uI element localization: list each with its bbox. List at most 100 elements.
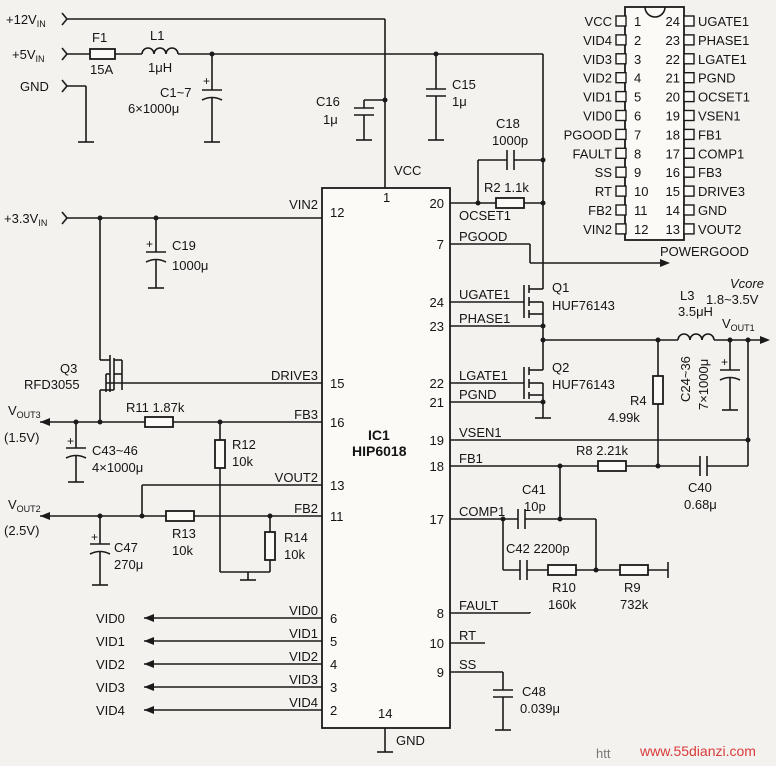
vid1-output: VID1 bbox=[96, 634, 125, 649]
pinout-pad-left-3 bbox=[615, 53, 627, 65]
ic-pin-num-17: 17 bbox=[430, 512, 444, 527]
pinout-name-vid0: VID0 bbox=[583, 109, 612, 124]
pinout-pad-left-12 bbox=[615, 223, 627, 235]
r13-ref: R13 bbox=[172, 526, 196, 541]
pinout-pad-right-14 bbox=[683, 204, 695, 216]
pinout-name-rt: RT bbox=[595, 184, 612, 199]
c18-value: 1000p bbox=[492, 133, 528, 148]
r4-ref: R4 bbox=[630, 393, 647, 408]
resistor-r8 bbox=[597, 460, 627, 472]
left-network: + + bbox=[40, 218, 322, 714]
rail-5v-sub: IN bbox=[36, 54, 45, 64]
ic-pin-name-vid3: VID3 bbox=[289, 672, 318, 687]
svg-text:VOUT2: VOUT2 bbox=[8, 497, 41, 514]
ic-gnd-pin: 14 bbox=[378, 706, 392, 721]
ic-pin-name-fb3: FB3 bbox=[294, 407, 318, 422]
svg-text:+: + bbox=[67, 434, 74, 448]
ic-pin-name-fb2: FB2 bbox=[294, 501, 318, 516]
pinout-pad-right-18 bbox=[683, 128, 695, 141]
r8-value: 2.21k bbox=[596, 443, 628, 458]
resistor-r10 bbox=[547, 564, 577, 576]
c24-value: 7×1000μ bbox=[696, 359, 711, 410]
pinout-num-22: 22 bbox=[666, 52, 680, 67]
vout3-value: (1.5V) bbox=[4, 430, 39, 445]
q2-ref: Q2 bbox=[552, 360, 569, 375]
pinout-pad-right-16 bbox=[683, 166, 695, 178]
pinout-pad-left-10 bbox=[615, 185, 627, 197]
ic-pin-num-20: 20 bbox=[430, 196, 444, 211]
vcore-range: 1.8~3.5V bbox=[706, 292, 759, 307]
svg-text:R2 1.1k: R2 1.1k bbox=[484, 180, 529, 195]
inductor-l1 bbox=[141, 47, 179, 55]
c16-ref: C16 bbox=[316, 94, 340, 109]
c16-value: 1μ bbox=[323, 112, 338, 127]
ic-pin-num-21: 21 bbox=[430, 395, 444, 410]
resistor-r9 bbox=[619, 564, 649, 576]
ic-pin-num-4: 4 bbox=[330, 657, 337, 672]
c41-value: 10p bbox=[524, 499, 546, 514]
resistor-r14 bbox=[264, 531, 276, 561]
powergood-output: POWERGOOD bbox=[660, 244, 749, 259]
r12-value: 10k bbox=[232, 454, 253, 469]
ic-pin-num-6: 6 bbox=[330, 611, 337, 626]
pinout-pad-left-8 bbox=[615, 147, 627, 160]
pinout-pad-left-9 bbox=[615, 166, 627, 178]
l3-value: 3.5μH bbox=[678, 304, 713, 319]
c1-ref: C1~7 bbox=[160, 85, 191, 100]
vout3-label: V bbox=[8, 403, 17, 418]
pinout-num-18: 18 bbox=[666, 127, 680, 142]
ic-pin-name-vin2: VIN2 bbox=[289, 197, 318, 212]
pinout-name-vid1: VID1 bbox=[583, 90, 612, 105]
ic-pin-num-12: 12 bbox=[330, 205, 344, 220]
c40-ref: C40 bbox=[688, 480, 712, 495]
c42-value: 2200p bbox=[533, 541, 569, 556]
pinout-num-3: 3 bbox=[634, 52, 641, 67]
pinout-num-2: 2 bbox=[634, 33, 641, 48]
ic-pin-num-8: 8 bbox=[437, 606, 444, 621]
pinout-name-vcc: VCC bbox=[585, 14, 612, 29]
pinout-name-fb2: FB2 bbox=[588, 203, 612, 218]
pinout-pad-right-13 bbox=[683, 223, 695, 235]
watermark-prefix: htt bbox=[596, 746, 611, 761]
r11-ref: R11 bbox=[126, 400, 149, 415]
c48-ref: C48 bbox=[522, 684, 546, 699]
pinout-name-drive3: DRIVE3 bbox=[698, 184, 745, 199]
c40-value: 0.68μ bbox=[684, 497, 717, 512]
r14-ref: R14 bbox=[284, 530, 308, 545]
ic-pin-num-15: 15 bbox=[330, 376, 344, 391]
vid0-output: VID0 bbox=[96, 611, 125, 626]
pinout-num-5: 5 bbox=[634, 90, 641, 105]
pinout-pad-right-15 bbox=[683, 185, 695, 197]
c18-ref: C18 bbox=[496, 116, 520, 131]
svg-text:+: + bbox=[203, 74, 210, 88]
vcore-label: Vcore bbox=[730, 276, 764, 291]
ic-gnd-label: GND bbox=[396, 733, 425, 748]
ic-ref: IC1 bbox=[368, 427, 390, 443]
ic-pin-name-fault: FAULT bbox=[459, 598, 499, 613]
ic-pin-name-vout2: VOUT2 bbox=[275, 470, 318, 485]
inductor-l3 bbox=[677, 333, 715, 341]
ic-pin-name-ugate1: UGATE1 bbox=[459, 287, 510, 302]
ic-pin-name-vid2: VID2 bbox=[289, 649, 318, 664]
pinout-name-fb3: FB3 bbox=[698, 165, 722, 180]
rail-5v-label: +5V bbox=[12, 47, 36, 62]
r10-ref: R10 bbox=[552, 580, 576, 595]
vout1-label: V bbox=[722, 316, 731, 331]
q2-value: HUF76143 bbox=[552, 377, 615, 392]
ic-pin-name-drive3: DRIVE3 bbox=[271, 368, 318, 383]
ic-pin-num-18: 18 bbox=[430, 459, 444, 474]
rail-33v-sub: IN bbox=[38, 218, 47, 228]
vid4-output: VID4 bbox=[96, 703, 125, 718]
l3-ref: L3 bbox=[680, 288, 694, 303]
pinout-pad-right-21 bbox=[683, 71, 695, 84]
c19-value: 1000μ bbox=[172, 258, 208, 273]
q1-value: HUF76143 bbox=[552, 298, 615, 313]
pinout-pad-right-22 bbox=[683, 53, 695, 65]
pinout-num-6: 6 bbox=[634, 109, 641, 124]
r12-ref: R12 bbox=[232, 437, 256, 452]
pinout-name-comp1: COMP1 bbox=[698, 146, 744, 161]
pinout-pad-right-19 bbox=[683, 109, 695, 122]
